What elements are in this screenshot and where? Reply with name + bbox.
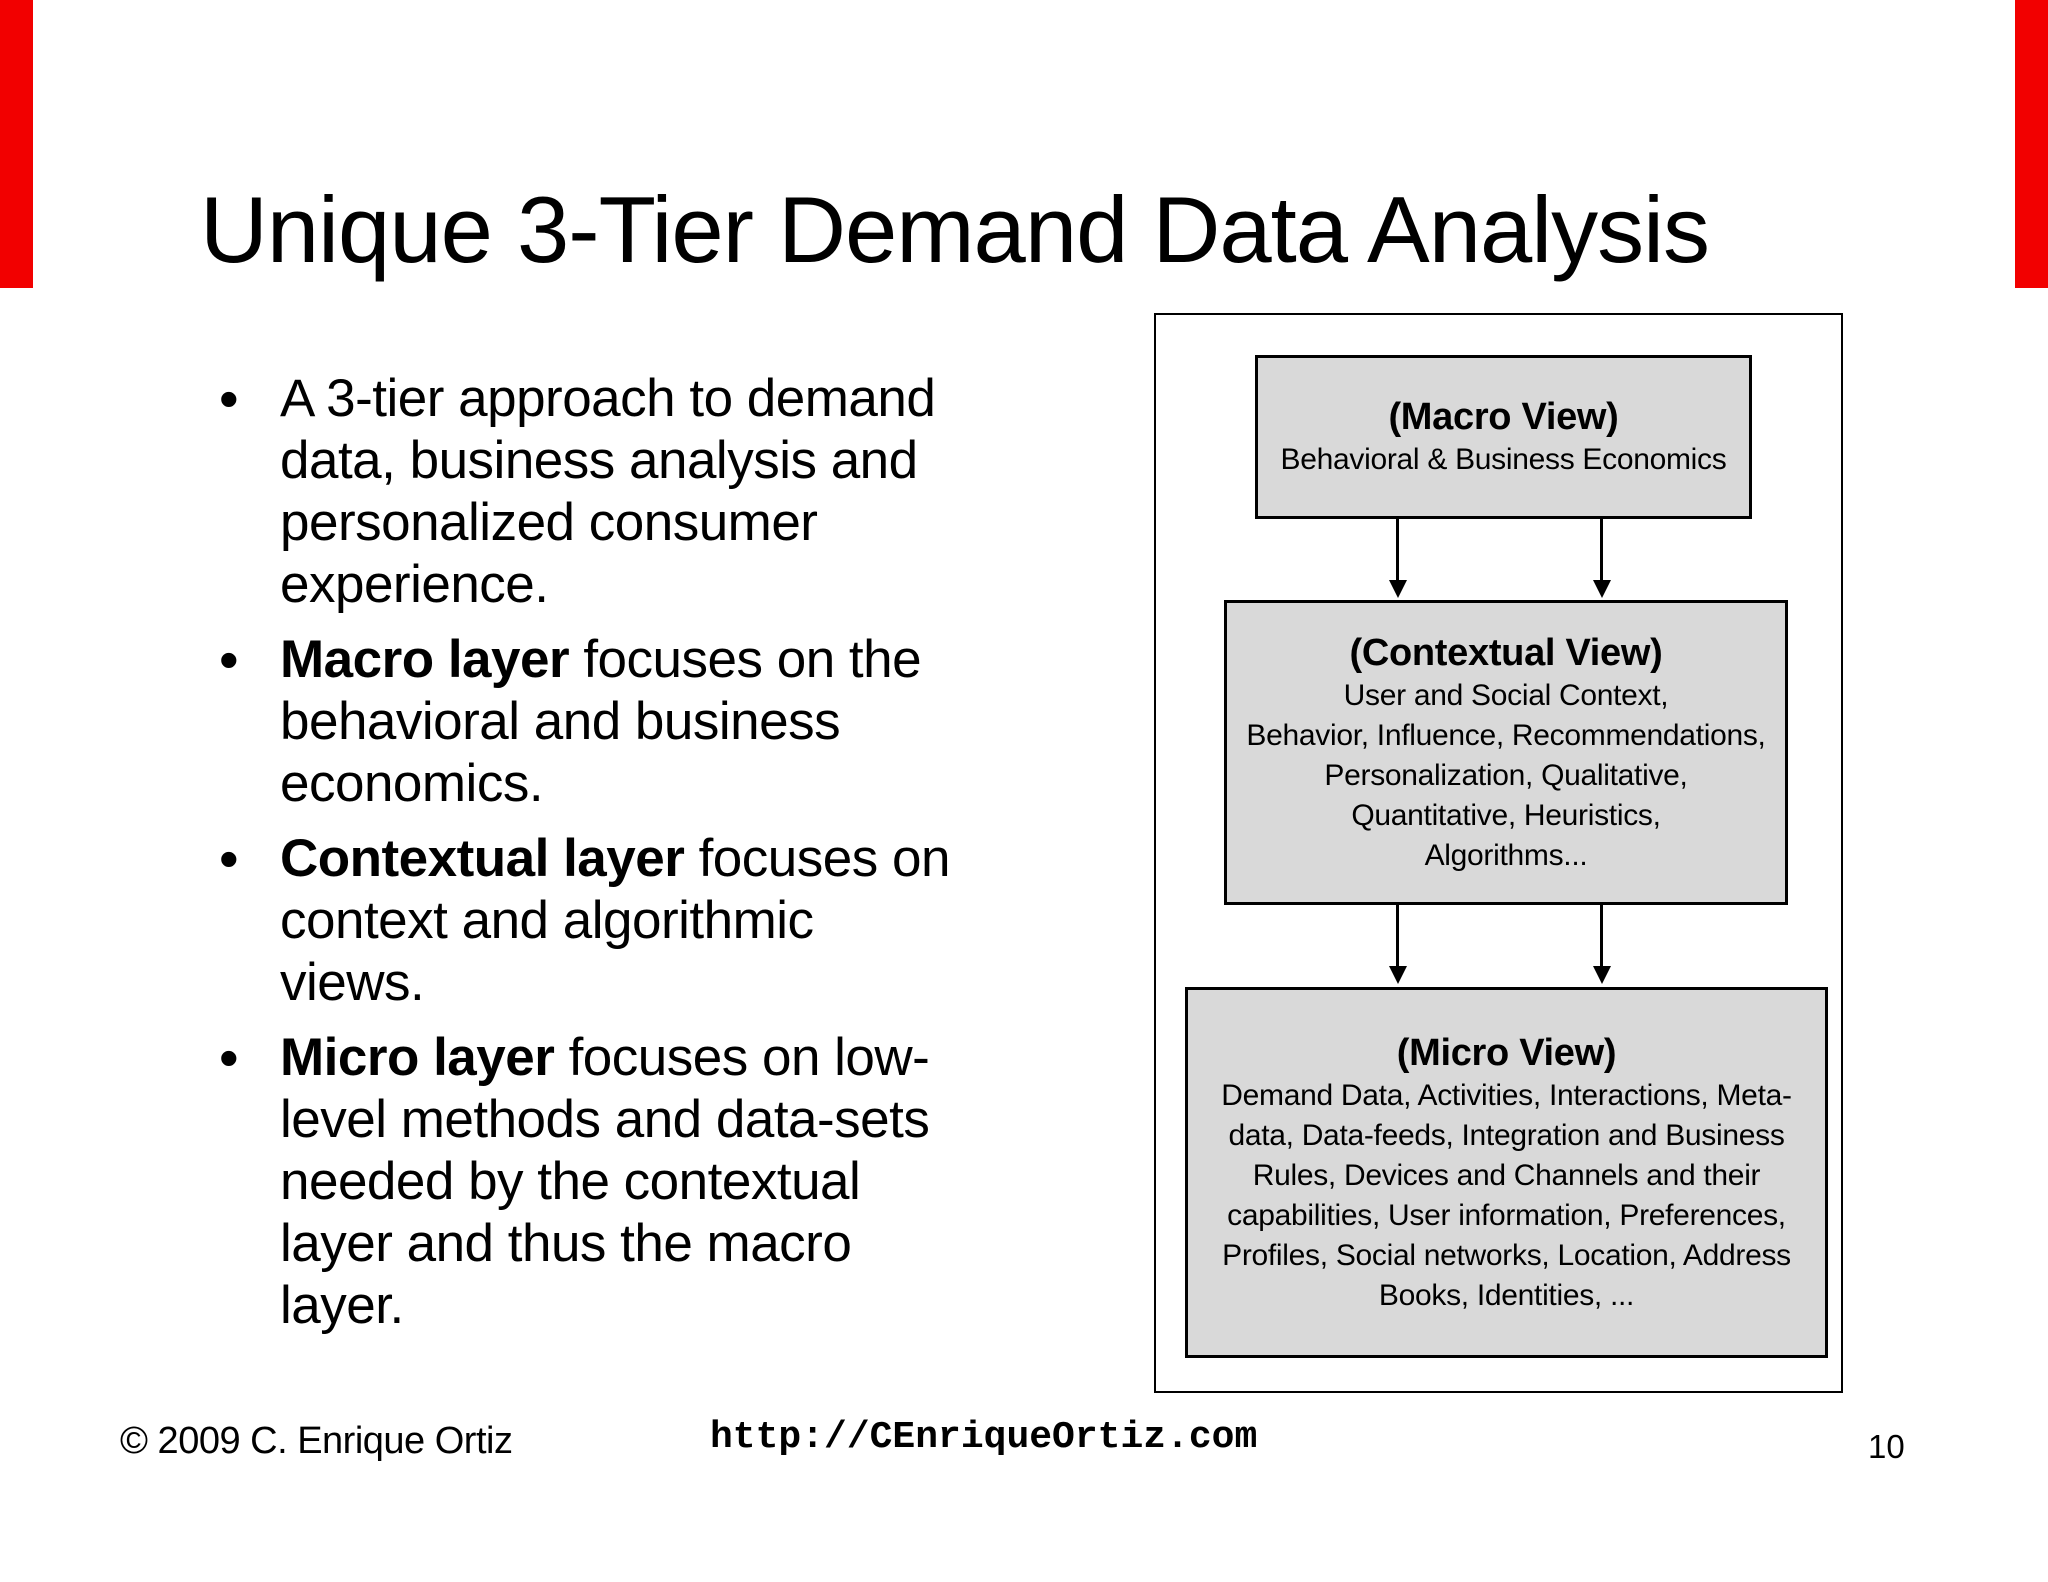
red-accent-bar-right xyxy=(2015,0,2048,288)
arrow-macro-to-contextual-right xyxy=(1593,519,1611,598)
bullet-item-contextual-layer: Contextual layer focuses on context and … xyxy=(205,828,1085,1014)
bullet-bold-lead: Micro layer xyxy=(280,1028,555,1087)
arrow-contextual-to-micro-left xyxy=(1389,905,1407,984)
footer-url: http://CEnriqueOrtiz.com xyxy=(710,1416,1258,1459)
contextual-view-title: (Contextual View) xyxy=(1349,631,1663,674)
bullet-text: focuses on context and algorithmic views… xyxy=(280,829,950,1012)
page-number: 10 xyxy=(1868,1428,1905,1465)
bullet-bold-lead: Macro layer xyxy=(280,630,570,689)
macro-view-title: (Macro View) xyxy=(1388,396,1619,438)
bullet-text: focuses on the behavioral and business e… xyxy=(280,630,922,813)
micro-view-body: Demand Data, Activities, Interactions, M… xyxy=(1221,1078,1792,1312)
tier-diagram: (Macro View) Behavioral & Business Econo… xyxy=(1154,313,1843,1393)
macro-view-box: (Macro View) Behavioral & Business Econo… xyxy=(1255,355,1752,519)
micro-view-box: (Micro View) Demand Data, Activities, In… xyxy=(1185,987,1828,1358)
footer-copyright: © 2009 C. Enrique Ortiz xyxy=(120,1420,513,1462)
micro-view-title: (Micro View) xyxy=(1396,1031,1617,1074)
arrow-contextual-to-micro-right xyxy=(1593,905,1611,984)
page-title: Unique 3-Tier Demand Data Analysis xyxy=(200,177,1710,282)
bullet-text: A 3-tier approach to demand data, busine… xyxy=(280,369,936,614)
bullet-item-overview: A 3-tier approach to demand data, busine… xyxy=(205,368,1085,616)
bullet-text: focuses on low- level methods and data-s… xyxy=(280,1028,930,1335)
bullet-bold-lead: Contextual layer xyxy=(280,829,685,888)
bullet-list: A 3-tier approach to demand data, busine… xyxy=(205,368,1085,1350)
bullet-item-micro-layer: Micro layer focuses on low- level method… xyxy=(205,1027,1085,1337)
contextual-view-body: User and Social Context, Behavior, Influ… xyxy=(1246,678,1766,872)
macro-view-body: Behavioral & Business Economics xyxy=(1280,443,1727,476)
arrow-macro-to-contextual-left xyxy=(1389,519,1407,598)
contextual-view-box: (Contextual View) User and Social Contex… xyxy=(1224,600,1788,905)
bullet-item-macro-layer: Macro layer focuses on the behavioral an… xyxy=(205,629,1085,815)
red-accent-bar-left xyxy=(0,0,33,288)
